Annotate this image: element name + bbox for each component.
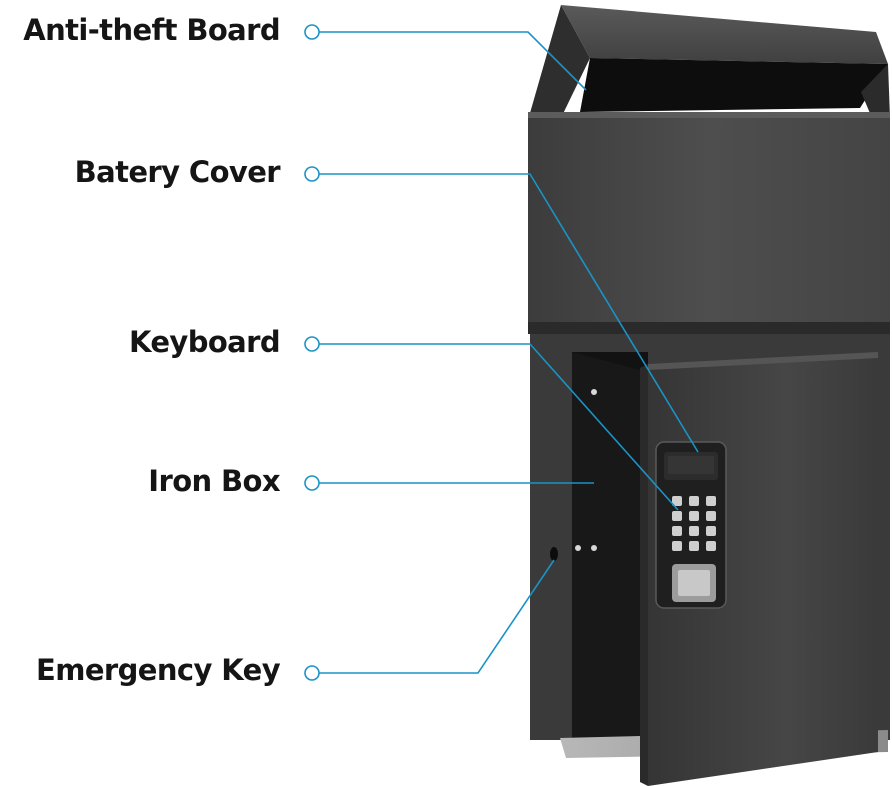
emergency-keyhole xyxy=(550,547,558,561)
callout-marker xyxy=(304,336,320,352)
hinge-dot xyxy=(591,389,597,395)
label-iron-box: Iron Box xyxy=(148,464,280,498)
upper-body xyxy=(528,112,890,334)
label-keyboard: Keyboard xyxy=(128,325,281,359)
callout-marker xyxy=(304,665,320,681)
label-battery-cover: Batery Cover xyxy=(74,155,281,189)
callout-marker xyxy=(304,475,320,491)
label-emergency-key: Emergency Key xyxy=(36,653,281,687)
hinge-dot xyxy=(575,545,581,551)
keypad xyxy=(655,441,727,609)
callout-lines xyxy=(304,24,699,681)
callout-line-battery xyxy=(319,173,699,453)
callout-marker xyxy=(304,24,320,40)
callout-line-anti-theft xyxy=(319,31,587,91)
callout-line-keyboard xyxy=(319,343,679,511)
callout-line-emergency-key xyxy=(319,559,555,674)
label-anti-theft-board: Anti-theft Board xyxy=(23,13,280,47)
anti-theft-board xyxy=(528,5,890,120)
hinge-dot xyxy=(591,545,597,551)
callout-marker xyxy=(304,166,320,182)
